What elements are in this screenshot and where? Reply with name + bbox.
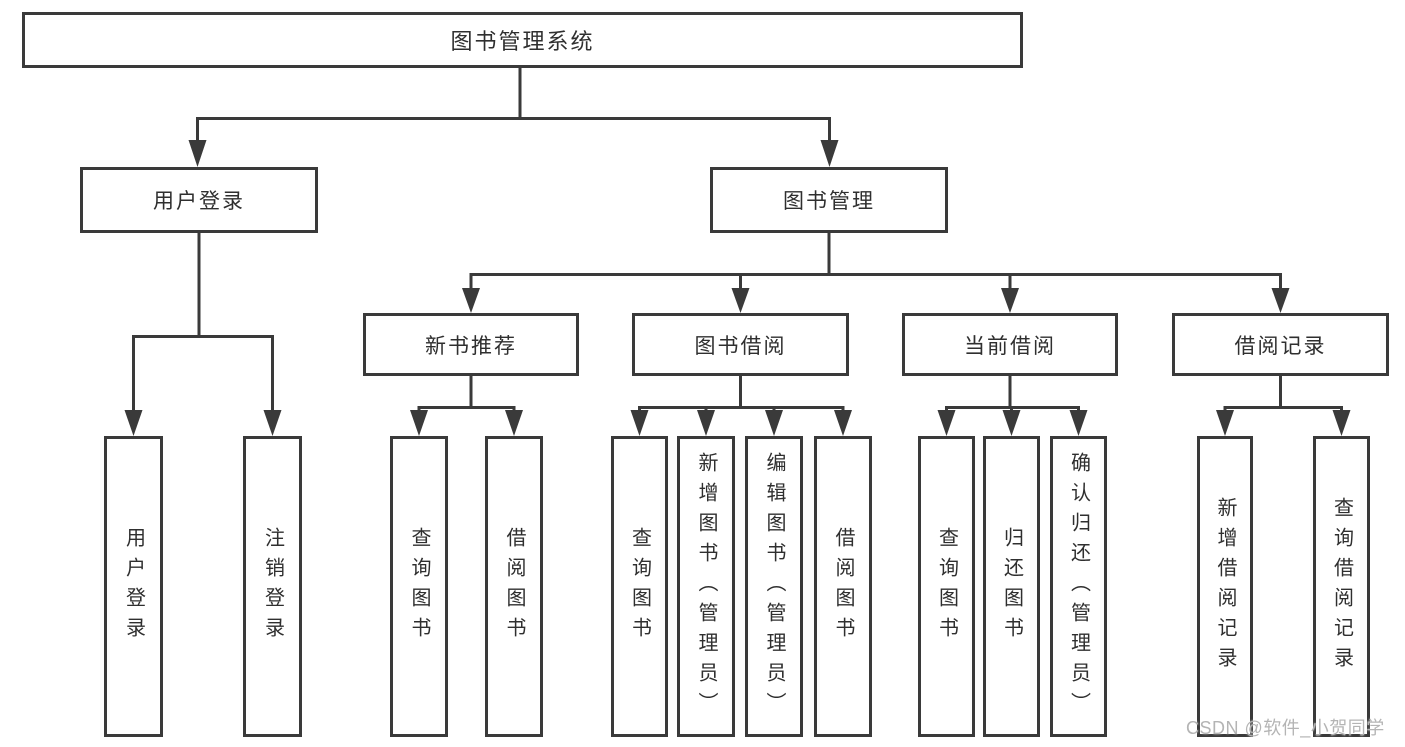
leaf-newbooks-borrow: 借阅图书 [485, 436, 543, 737]
leaf-records-add-label: 新增借阅记录 [1214, 496, 1236, 677]
connector-userlogin-branch [132, 233, 274, 412]
leaf-current-query: 查询图书 [918, 436, 975, 737]
leaf-records-add: 新增借阅记录 [1197, 436, 1253, 737]
arrow-down-icon [630, 410, 649, 436]
leaf-user-login: 用户登录 [104, 436, 163, 737]
node-book-borrow-label: 图书借阅 [694, 334, 787, 358]
connector-root-to-level2 [196, 68, 831, 142]
arrow-down-icon [124, 410, 143, 436]
node-root: 图书管理系统 [22, 12, 1023, 68]
leaf-logout-label: 注销登录 [261, 526, 284, 647]
leaf-current-return-label: 归还图书 [1000, 526, 1023, 647]
node-user-login: 用户登录 [80, 167, 318, 233]
leaf-records-query: 查询借阅记录 [1313, 436, 1370, 737]
node-book-mgmt: 图书管理 [710, 167, 948, 233]
arrow-down-icon [263, 410, 282, 436]
leaf-records-query-label: 查询借阅记录 [1330, 496, 1353, 677]
leaf-current-return: 归还图书 [983, 436, 1040, 737]
arrow-down-icon [410, 410, 428, 436]
leaf-current-confirm-return-admin-label: 确认归还（管理员） [1067, 451, 1090, 722]
arrow-down-icon [731, 288, 750, 313]
node-current-borrow-label: 当前借阅 [964, 334, 1056, 358]
leaf-borrow-add-admin-label: 新增图书（管理员） [695, 451, 717, 722]
arrow-down-icon [462, 288, 480, 313]
leaf-newbooks-query: 查询图书 [390, 436, 448, 737]
arrow-down-icon [834, 410, 852, 436]
connector-borrowrecords-branch [1223, 376, 1343, 412]
leaf-borrow-book: 借阅图书 [814, 436, 872, 737]
leaf-borrow-edit-admin: 编辑图书（管理员） [745, 436, 803, 737]
connector-currentborrow-branch [945, 376, 1080, 412]
leaf-borrow-edit-admin-label: 编辑图书（管理员） [763, 451, 785, 722]
node-book-borrow: 图书借阅 [632, 313, 849, 376]
node-root-label: 图书管理系统 [450, 29, 595, 54]
node-current-borrow: 当前借阅 [902, 313, 1118, 376]
node-new-books: 新书推荐 [363, 313, 579, 376]
arrow-down-icon [820, 140, 839, 167]
leaf-borrow-query-label: 查询图书 [628, 526, 651, 647]
leaf-borrow-book-label: 借阅图书 [832, 526, 854, 647]
leaf-user-login-label: 用户登录 [122, 526, 145, 647]
node-new-books-label: 新书推荐 [425, 334, 517, 358]
arrow-down-icon [1069, 410, 1088, 436]
arrow-down-icon [188, 140, 207, 167]
node-borrow-records: 借阅记录 [1172, 313, 1389, 376]
csdn-watermark: CSDN @软件_小贺同学 [1186, 718, 1385, 738]
arrow-down-icon [937, 410, 956, 436]
leaf-current-confirm-return-admin: 确认归还（管理员） [1050, 436, 1107, 737]
arrow-down-icon [1001, 288, 1019, 313]
leaf-current-query-label: 查询图书 [935, 526, 958, 647]
arrow-down-icon [1271, 288, 1290, 313]
node-borrow-records-label: 借阅记录 [1234, 334, 1327, 358]
leaf-logout: 注销登录 [243, 436, 302, 737]
leaf-newbooks-borrow-label: 借阅图书 [503, 526, 525, 647]
connector-bookborrow-branch [638, 376, 845, 412]
arrow-down-icon [697, 410, 715, 436]
leaf-borrow-add-admin: 新增图书（管理员） [677, 436, 735, 737]
arrow-down-icon [1216, 410, 1234, 436]
arrow-down-icon [1002, 410, 1021, 436]
arrow-down-icon [1332, 410, 1351, 436]
connector-newbooks-branch [417, 376, 516, 412]
leaf-borrow-query: 查询图书 [611, 436, 668, 737]
leaf-newbooks-query-label: 查询图书 [408, 526, 430, 647]
arrow-down-icon [765, 410, 783, 436]
connector-bookmgmt-to-level3 [469, 233, 1282, 290]
node-book-mgmt-label: 图书管理 [783, 190, 875, 213]
arrow-down-icon [505, 410, 523, 436]
node-user-login-label: 用户登录 [153, 190, 245, 213]
